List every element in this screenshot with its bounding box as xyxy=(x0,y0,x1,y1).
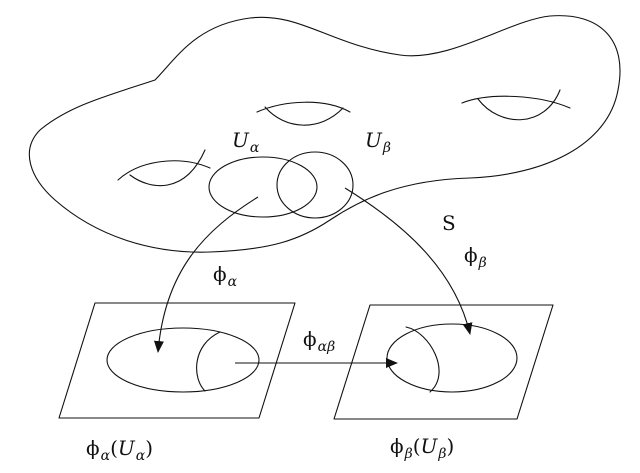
image-overlap-curve-right xyxy=(406,327,439,392)
plane-right xyxy=(334,305,553,419)
image-u-alpha-ellipse xyxy=(107,328,259,392)
surface-handle-1 xyxy=(118,150,210,186)
image-overlap-curve-left xyxy=(197,332,220,391)
label-u-alpha: Uα xyxy=(232,130,259,150)
label-phi-beta: ϕβ xyxy=(464,245,487,265)
patch-u-alpha xyxy=(209,157,317,217)
label-surface-s: S xyxy=(442,213,456,233)
patch-u-beta xyxy=(277,152,353,218)
label-u-beta: Uβ xyxy=(365,130,391,150)
surface-handle-2 xyxy=(257,102,350,125)
label-image-alpha: ϕα(Uα) xyxy=(86,438,153,458)
label-phi-alpha-beta: ϕαβ xyxy=(303,329,335,349)
label-phi-alpha: ϕα xyxy=(213,264,237,284)
surface-handle-3 xyxy=(462,90,570,120)
label-image-beta: ϕβ(Uβ) xyxy=(390,436,454,456)
image-u-beta-ellipse xyxy=(387,324,517,392)
arrow-phi-beta xyxy=(345,188,470,334)
plane-left xyxy=(59,303,295,418)
